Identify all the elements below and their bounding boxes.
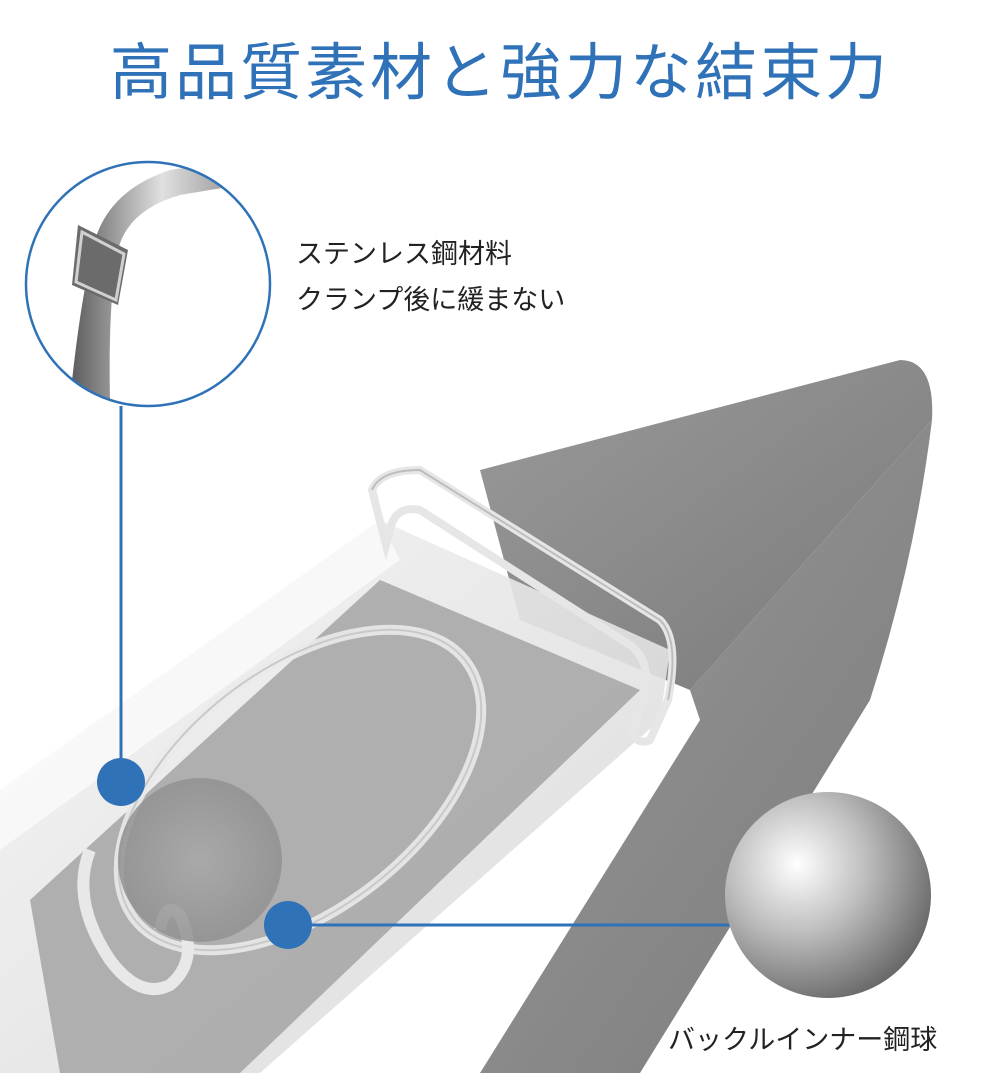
- steel-strap-loop: [480, 360, 933, 1073]
- material-zoom-circle: [24, 160, 272, 408]
- ball-caption: バックルインナー鋼球: [668, 1025, 938, 1056]
- material-caption-line-1: ステンレス鋼材料: [296, 239, 512, 270]
- ball-callout-dot: [264, 901, 312, 949]
- material-callout-dot: [97, 758, 145, 806]
- page-title: 高品質素材と強力な結束力: [109, 36, 890, 109]
- steel-ball: [725, 792, 931, 998]
- material-caption: ステンレス鋼材料 クランプ後に緩まない: [296, 232, 565, 324]
- clear-sleeve: [0, 465, 677, 1073]
- material-caption-line-2: クランプ後に緩まない: [296, 285, 566, 316]
